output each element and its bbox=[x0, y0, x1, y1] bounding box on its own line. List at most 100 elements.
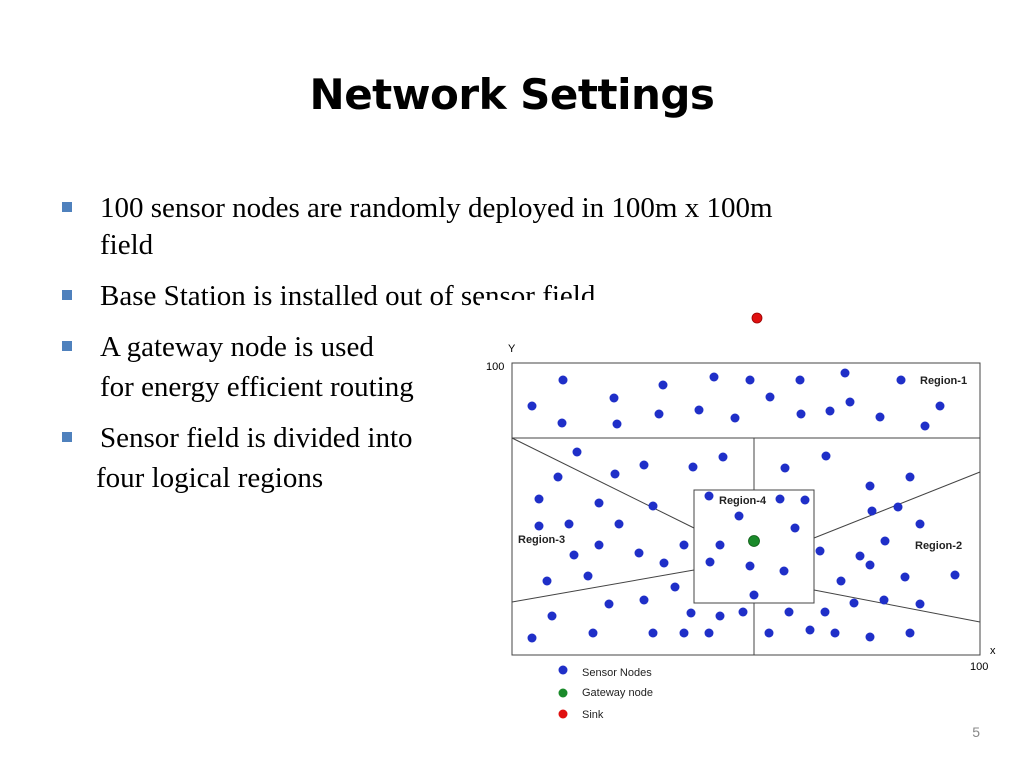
sensor-node bbox=[738, 607, 748, 617]
bullet-marker bbox=[62, 341, 72, 351]
bullet-text: 100 sensor nodes are randomly deployed i… bbox=[100, 192, 773, 224]
sensor-node bbox=[784, 607, 794, 617]
sensor-node bbox=[820, 607, 830, 617]
bullet-marker bbox=[62, 432, 72, 442]
diagonal-upper-left bbox=[511, 437, 695, 529]
sensor-node bbox=[905, 628, 915, 638]
sensor-node bbox=[718, 452, 728, 462]
sensor-node bbox=[920, 421, 930, 431]
sensor-node bbox=[915, 519, 925, 529]
sensor-node bbox=[795, 375, 805, 385]
bullet-text: A gateway node is used bbox=[100, 331, 374, 363]
region-3-label: Region-3 bbox=[518, 534, 565, 546]
legend-gateway-label: Gateway node bbox=[582, 687, 653, 699]
sensor-node bbox=[715, 611, 725, 621]
sensor-node bbox=[805, 625, 815, 635]
legend-sensor-label: Sensor Nodes bbox=[582, 667, 652, 679]
bullet-item: Sensor field is divided into bbox=[62, 420, 962, 457]
sensor-node bbox=[542, 576, 552, 586]
gateway-marker bbox=[748, 535, 760, 547]
sensor-node bbox=[679, 628, 689, 638]
sensor-node bbox=[796, 409, 806, 419]
region-4-box bbox=[693, 489, 815, 604]
sensor-node bbox=[745, 561, 755, 571]
sensor-node bbox=[648, 501, 658, 511]
sensor-node bbox=[950, 570, 960, 580]
sensor-node bbox=[764, 628, 774, 638]
legend: Sensor Nodes Gateway node Sink bbox=[558, 665, 653, 721]
sensor-node bbox=[705, 557, 715, 567]
sensor-node bbox=[865, 632, 875, 642]
sensor-node bbox=[709, 372, 719, 382]
sensor-node bbox=[614, 519, 624, 529]
sensor-node bbox=[780, 463, 790, 473]
sensor-node bbox=[564, 519, 574, 529]
sensor-node bbox=[612, 419, 622, 429]
bullet-text: field bbox=[100, 229, 154, 261]
sensor-node bbox=[594, 540, 604, 550]
sensor-node bbox=[815, 546, 825, 556]
sensor-node bbox=[534, 521, 544, 531]
sensor-node bbox=[694, 405, 704, 415]
sensor-node bbox=[547, 611, 557, 621]
slide-title: Network Settings bbox=[309, 70, 715, 119]
region-2-label: Region-2 bbox=[915, 540, 962, 552]
sensor-node bbox=[569, 550, 579, 560]
bullet-continuation: four logical regions bbox=[62, 460, 962, 497]
diagonal-lower-left bbox=[511, 569, 695, 603]
sensor-node bbox=[534, 494, 544, 504]
sensor-node bbox=[686, 608, 696, 618]
bullet-text: for energy efficient routing bbox=[100, 371, 414, 403]
sensor-node bbox=[880, 536, 890, 546]
sensor-node bbox=[715, 540, 725, 550]
sensor-node bbox=[790, 523, 800, 533]
sensor-node bbox=[639, 595, 649, 605]
bullet-item: A gateway node is used bbox=[62, 329, 962, 366]
sensor-node bbox=[658, 380, 668, 390]
sensor-node bbox=[659, 558, 669, 568]
sensor-node bbox=[654, 409, 664, 419]
sensor-node bbox=[821, 451, 831, 461]
bullet-continuation: for energy efficient routing bbox=[62, 369, 962, 406]
sensor-node bbox=[875, 412, 885, 422]
axis-x-max: 100 bbox=[970, 661, 988, 673]
diagonal-lower-right bbox=[813, 589, 981, 623]
sensor-node bbox=[704, 491, 714, 501]
sensor-nodes bbox=[527, 368, 960, 643]
sensor-node bbox=[879, 595, 889, 605]
sensor-node bbox=[679, 540, 689, 550]
sensor-node bbox=[855, 551, 865, 561]
sensor-node bbox=[557, 418, 567, 428]
sensor-node bbox=[830, 628, 840, 638]
bullet-item: 100 sensor nodes are randomly deployed i… bbox=[62, 190, 962, 264]
axis-y-max: 100 bbox=[486, 361, 504, 373]
sensor-node bbox=[765, 392, 775, 402]
bullet-text: Sensor field is divided into bbox=[100, 422, 413, 454]
sink-marker bbox=[751, 312, 763, 324]
legend-sink-icon bbox=[558, 709, 568, 719]
sensor-node bbox=[553, 472, 563, 482]
sensor-node bbox=[572, 447, 582, 457]
sensor-node bbox=[865, 481, 875, 491]
sensor-node bbox=[634, 548, 644, 558]
sensor-node bbox=[896, 375, 906, 385]
sensor-node bbox=[604, 599, 614, 609]
sensor-node bbox=[588, 628, 598, 638]
sensor-node bbox=[825, 406, 835, 416]
bullet-marker bbox=[62, 290, 72, 300]
sensor-node bbox=[648, 628, 658, 638]
sensor-node bbox=[865, 560, 875, 570]
sensor-node bbox=[849, 598, 859, 608]
bullet-marker bbox=[62, 202, 72, 212]
sensor-node bbox=[745, 375, 755, 385]
sensor-node bbox=[730, 413, 740, 423]
sensor-node bbox=[749, 590, 759, 600]
sensor-node bbox=[688, 462, 698, 472]
sensor-node bbox=[845, 397, 855, 407]
sensor-node bbox=[900, 572, 910, 582]
legend-sink-label: Sink bbox=[582, 709, 604, 721]
field-border bbox=[511, 362, 981, 656]
legend-gateway-icon bbox=[558, 688, 568, 698]
legend-sensor-icon bbox=[558, 665, 568, 675]
sensor-node bbox=[583, 571, 593, 581]
